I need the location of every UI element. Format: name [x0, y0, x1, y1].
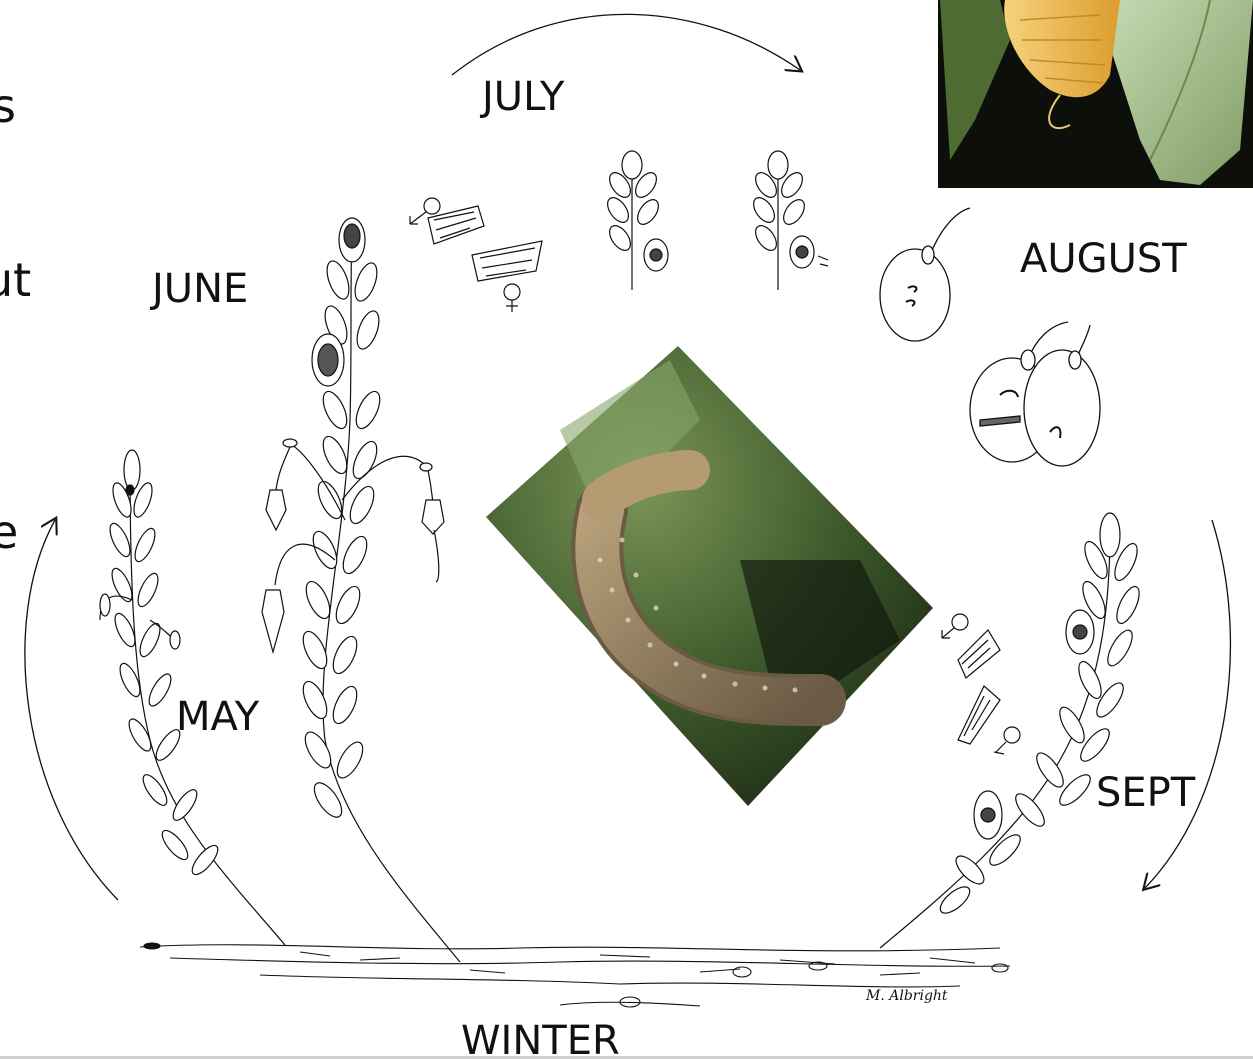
moths-sept [942, 614, 1020, 754]
moths-july [410, 198, 542, 312]
july-shoot-drawing-2 [749, 151, 828, 290]
cutoff-text-1: s [0, 79, 16, 133]
july-shoot-drawing-1 [603, 151, 668, 290]
label-august: AUGUST [1020, 236, 1187, 282]
larva-photo-top [938, 0, 1253, 188]
june-plant-drawing [262, 218, 460, 962]
arrow-sept [1145, 520, 1230, 888]
arrow-july [452, 14, 800, 75]
label-may: MAY [176, 694, 260, 740]
label-sept: SEPT [1096, 770, 1196, 816]
label-winter: WINTER [461, 1018, 620, 1059]
larva-photo-center [486, 346, 933, 806]
label-june: JUNE [149, 266, 248, 312]
label-july: JULY [479, 74, 565, 120]
signature: M. Albright [865, 988, 948, 1004]
cutoff-text-3: e [0, 505, 18, 559]
cutoff-text-2: ut [0, 253, 31, 307]
arrow-may [25, 520, 118, 900]
